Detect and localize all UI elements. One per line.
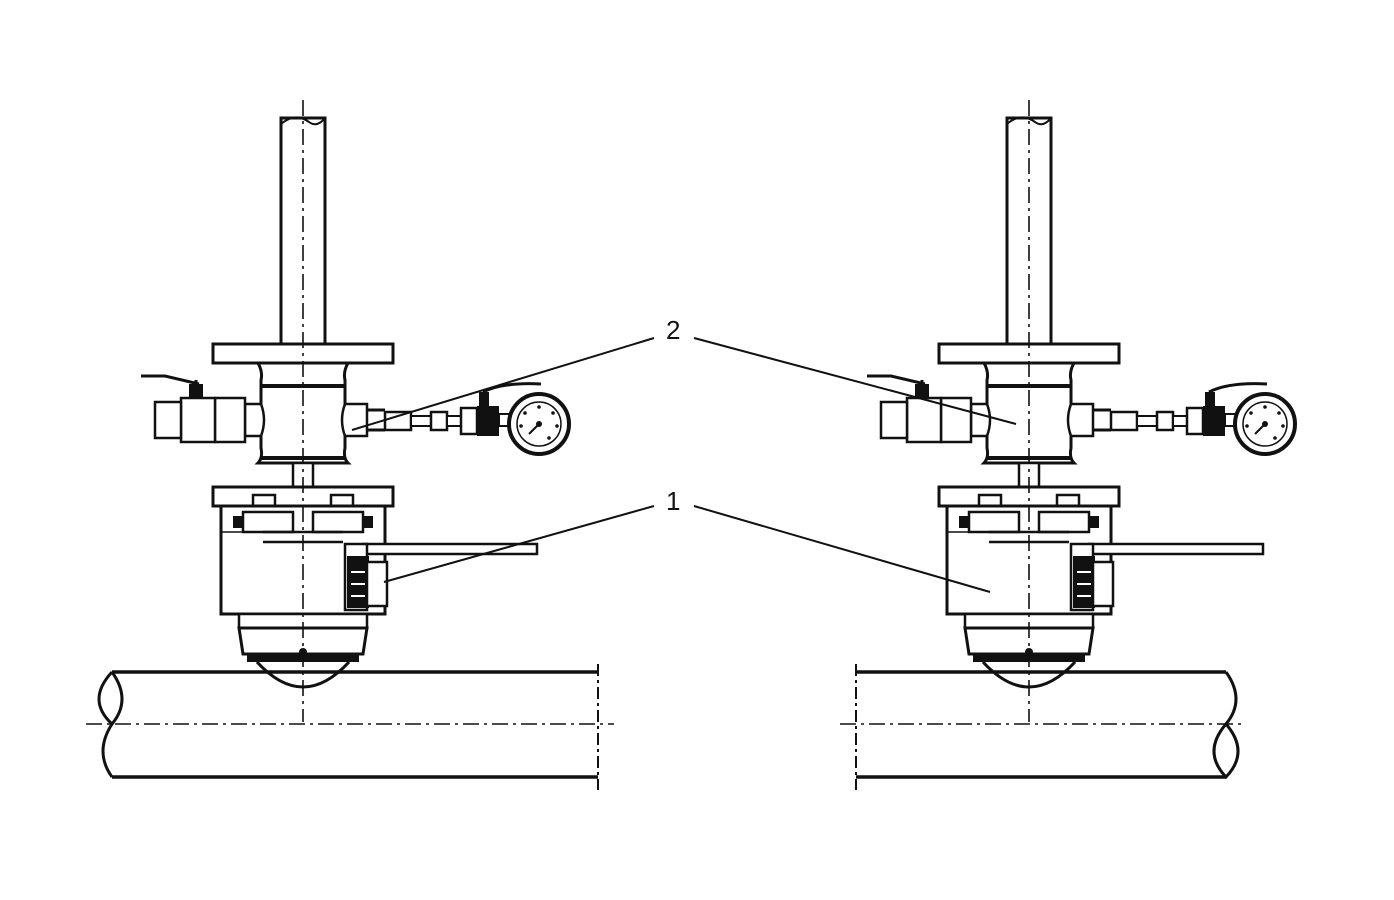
right-main-pipe xyxy=(840,664,1244,790)
callout-label-2: 2 xyxy=(666,315,681,345)
left-assembly xyxy=(86,98,614,790)
leader-lines-1 xyxy=(383,505,991,593)
leader-lines-2 xyxy=(351,337,1017,431)
callout-label-1: 1 xyxy=(666,486,681,516)
left-main-pipe xyxy=(86,664,614,790)
right-assembly xyxy=(840,98,1297,790)
